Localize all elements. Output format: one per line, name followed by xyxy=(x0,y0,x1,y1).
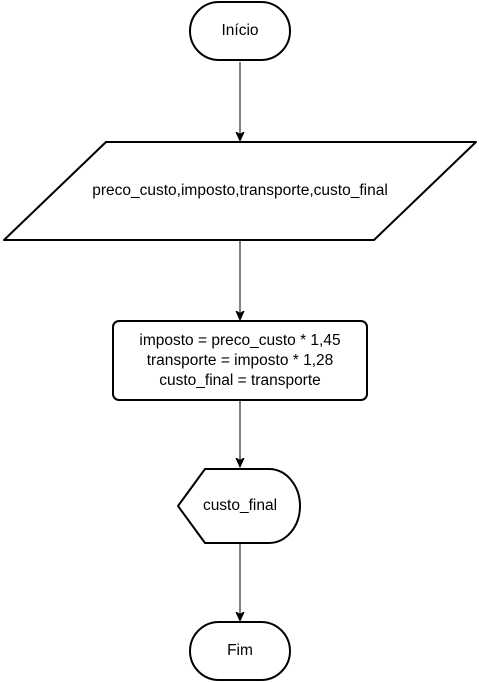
process-box-shape xyxy=(112,320,368,401)
start-node: Início xyxy=(189,1,291,61)
process-line-3: custo_final = transporte xyxy=(159,372,321,389)
end-terminator-shape xyxy=(189,621,291,681)
output-display-shape xyxy=(177,468,301,544)
process-node: imposto = preco_custo * 1,45 transporte … xyxy=(112,320,368,401)
input-node: preco_custo,imposto,transporte,custo_fin… xyxy=(3,141,477,241)
process-line-1: imposto = preco_custo * 1,45 xyxy=(139,332,340,349)
output-node: custo_final xyxy=(177,468,301,544)
end-node: Fim xyxy=(189,621,291,681)
end-label: Fim xyxy=(227,642,253,659)
start-terminator-shape xyxy=(189,1,291,61)
input-parallelogram-shape xyxy=(3,141,477,241)
input-label: preco_custo,imposto,transporte,custo_fin… xyxy=(92,182,388,199)
output-label: custo_final xyxy=(203,497,277,514)
process-line-2: transporte = imposto * 1,28 xyxy=(147,352,334,369)
start-label: Início xyxy=(221,22,258,39)
